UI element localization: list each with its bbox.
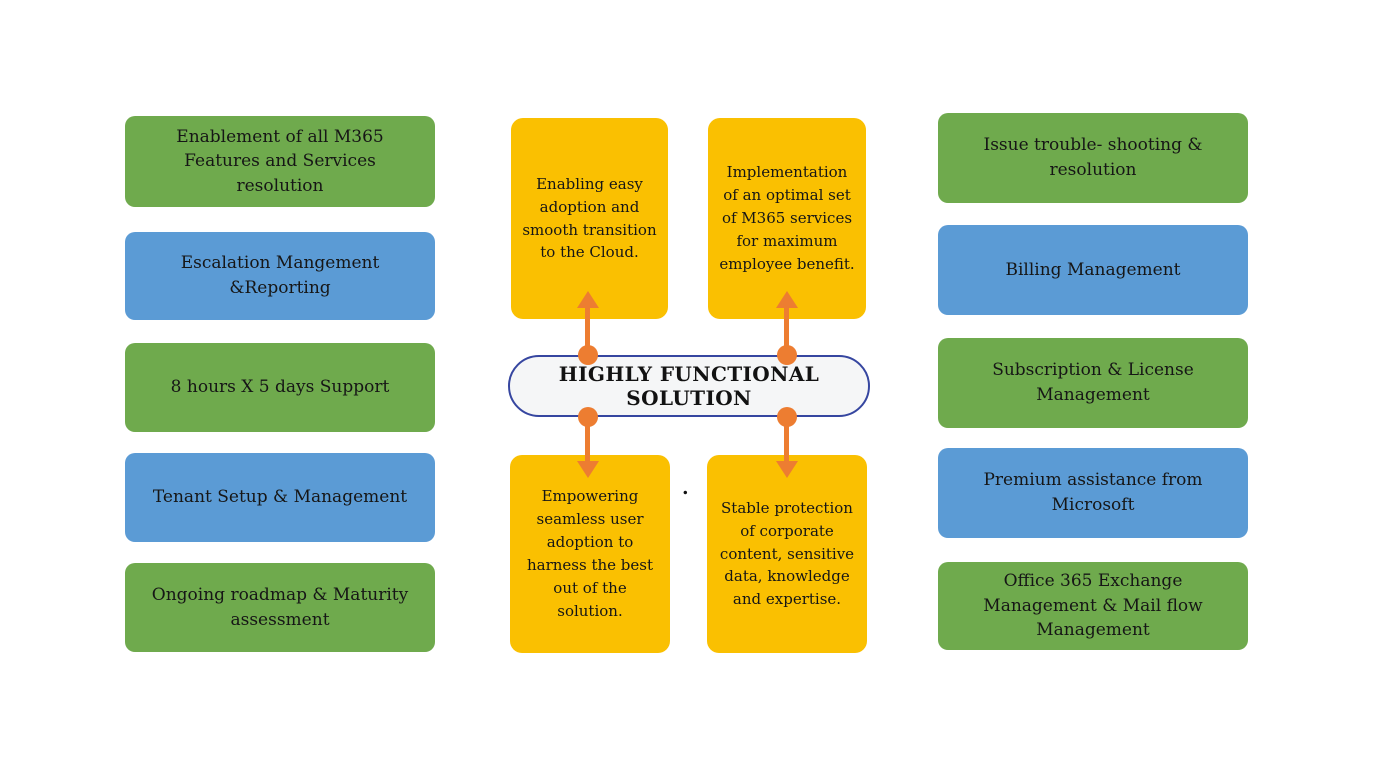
connector-dot: [777, 407, 797, 427]
left-box-enablement-label: Enablement of all M365 Features and Serv…: [176, 126, 384, 196]
left-box-support-hours-label: 8 hours X 5 days Support: [170, 377, 390, 398]
center-box-easy-adoption-label: Enabling easy adoption and smooth transi…: [522, 174, 657, 262]
connector-dot: [578, 345, 598, 365]
arrow-up-icon: [776, 291, 798, 308]
center-box-implementation-label: Implementation of an optimal set of M365…: [719, 163, 855, 273]
center-box-user-adoption-label: Empowering seamless user adoption to har…: [526, 487, 653, 620]
left-box-enablement: Enablement of all M365 Features and Serv…: [125, 116, 435, 207]
central-solution-pill: HIGHLY FUNCTIONAL SOLUTION: [508, 355, 870, 417]
left-box-roadmap: Ongoing roadmap & Maturity assessment: [125, 563, 435, 652]
connector-line: [585, 424, 590, 462]
right-box-troubleshooting: Issue trouble- shooting & resolution: [938, 113, 1248, 203]
arrow-up-icon: [577, 291, 599, 308]
left-box-tenant-setup: Tenant Setup & Management: [125, 453, 435, 542]
right-box-exchange-mailflow: Office 365 Exchange Management & Mail fl…: [938, 562, 1248, 650]
right-box-billing-label: Billing Management: [1005, 259, 1181, 280]
center-box-implementation: Implementation of an optimal set of M365…: [708, 118, 866, 319]
right-box-subscription-label: Subscription & License Management: [992, 360, 1194, 405]
center-box-user-adoption: Empowering seamless user adoption to har…: [510, 455, 670, 653]
arrow-down-icon: [577, 461, 599, 478]
left-box-escalation-label: Escalation Mangement &Reporting: [180, 253, 380, 298]
connector-dot: [777, 345, 797, 365]
left-box-roadmap-label: Ongoing roadmap & Maturity assessment: [151, 584, 409, 630]
connector-line: [585, 306, 590, 348]
connector-dot: [578, 407, 598, 427]
right-box-subscription: Subscription & License Management: [938, 338, 1248, 428]
connector-line: [784, 306, 789, 348]
arrow-down-icon: [776, 461, 798, 478]
left-box-support-hours: 8 hours X 5 days Support: [125, 343, 435, 432]
right-box-premium-assistance: Premium assistance from Microsoft: [938, 448, 1248, 538]
center-box-stable-protection-label: Stable protection of corporate content, …: [719, 498, 855, 609]
center-box-easy-adoption: Enabling easy adoption and smooth transi…: [511, 118, 668, 319]
right-box-troubleshooting-label: Issue trouble- shooting & resolution: [983, 135, 1203, 180]
left-box-escalation: Escalation Mangement &Reporting: [125, 232, 435, 320]
left-box-tenant-setup-label: Tenant Setup & Management: [152, 487, 408, 508]
right-box-premium-assistance-label: Premium assistance from Microsoft: [983, 470, 1203, 515]
right-box-billing: Billing Management: [938, 225, 1248, 315]
right-box-exchange-mailflow-label: Office 365 Exchange Management & Mail fl…: [983, 571, 1203, 641]
stray-period-mark: .: [682, 477, 689, 499]
connector-line: [784, 424, 789, 462]
center-box-stable-protection: Stable protection of corporate content, …: [707, 455, 867, 653]
central-solution-pill-label: HIGHLY FUNCTIONAL SOLUTION: [558, 362, 820, 410]
